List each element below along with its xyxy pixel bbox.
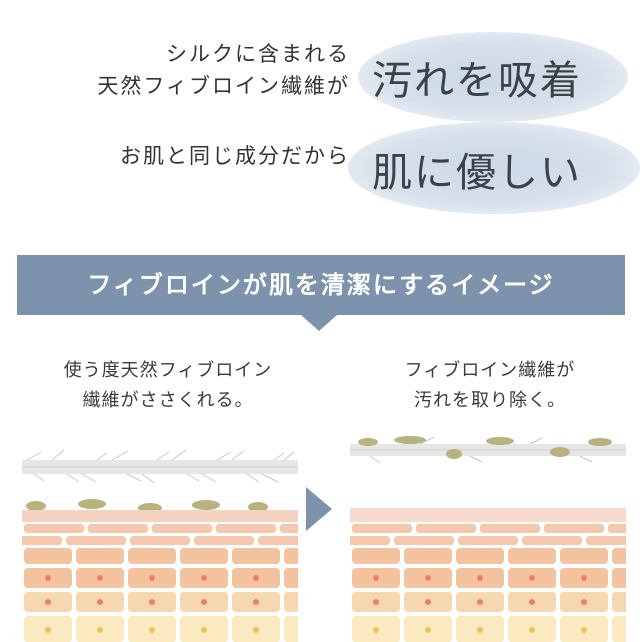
caption-before-line-1: 使う度天然フィブロイン <box>63 360 273 381</box>
dirt-particles <box>26 499 268 513</box>
skin-layer-mid <box>24 548 298 588</box>
highlight-text-2: 肌に優しい <box>372 150 582 196</box>
highlight-oval-2 <box>348 122 640 214</box>
skin-illustration-before <box>22 430 298 642</box>
caption-after-line-1: フィブロイン繊維が <box>404 360 576 381</box>
skin-layer-top <box>22 524 298 545</box>
highlight-oval-1 <box>358 32 628 122</box>
banner-title: フィブロインが肌を清潔にするイメージ <box>87 271 555 299</box>
caption-after-line-2: 汚れを取り除く。 <box>414 390 566 411</box>
skin-illustration-after <box>350 430 626 642</box>
caption-before-line-2: 繊維がささくれる。 <box>82 390 254 411</box>
claim-line-1a: シルクに含まれる <box>166 42 350 66</box>
caption-after: フィブロイン繊維が 汚れを取り除く。 <box>340 356 640 416</box>
caption-before: 使う度天然フィブロイン 繊維がささくれる。 <box>18 356 318 416</box>
claim-block-2: お肌と同じ成分だから <box>120 140 350 172</box>
claim-line-1b: 天然フィブロイン繊維が <box>97 74 350 98</box>
section-banner: フィブロインが肌を清潔にするイメージ <box>17 255 625 315</box>
highlight-text-1: 汚れを吸着 <box>372 58 582 104</box>
cell-dots-red <box>45 575 259 581</box>
claim-block-1: シルクに含まれる 天然フィブロイン繊維が <box>97 38 350 102</box>
skin-before-svg <box>22 449 298 642</box>
skin-after-svg <box>350 436 626 642</box>
triangle-right-icon <box>306 487 332 531</box>
cell-dots-yellow <box>45 627 259 633</box>
fiber-frays <box>26 449 295 484</box>
dirt-particles-captured <box>358 436 612 459</box>
triangle-down-icon <box>301 315 337 331</box>
claim-line-2: お肌と同じ成分だから <box>120 144 350 168</box>
